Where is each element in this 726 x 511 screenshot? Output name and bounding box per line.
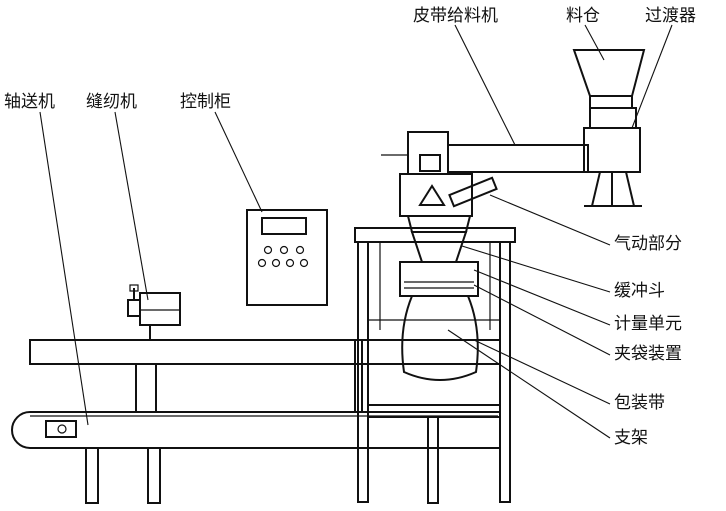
control-button-icon — [271, 258, 281, 268]
label-transition: 过渡器 — [645, 6, 696, 26]
feeder-head-box — [407, 131, 449, 175]
label-belt-feeder: 皮带给料机 — [413, 6, 498, 26]
belt-feeder-drawing — [381, 49, 646, 207]
hopper-collar — [589, 95, 633, 109]
control-button-icon — [285, 258, 295, 268]
leader-packing-belt — [473, 339, 611, 405]
conveyor-leg-mid — [147, 447, 161, 504]
label-packing-belt: 包装带 — [614, 393, 665, 413]
control-button-icon — [295, 245, 305, 255]
leader-control-cabinet — [214, 111, 263, 213]
leader-bag-clamp — [473, 284, 611, 356]
label-pneumatic: 气动部分 — [614, 234, 682, 254]
label-hopper: 料仓 — [566, 6, 600, 26]
buffer-hopper-top — [406, 215, 472, 233]
leader-belt-feeder — [454, 24, 516, 146]
feeder-motor-icon — [419, 154, 441, 172]
conveyor-post — [135, 363, 157, 413]
leader-lines — [39, 24, 673, 439]
sewing-machine-body — [139, 292, 181, 326]
transition-box — [583, 127, 641, 173]
sewing-machine-head — [127, 299, 141, 317]
label-sewing-machine: 缝纫机 — [86, 92, 137, 112]
leader-hopper — [584, 24, 605, 61]
conveyor-drawing — [11, 339, 501, 504]
sewing-machine-drawing — [127, 284, 181, 340]
hopper-leg — [625, 171, 635, 207]
control-cabinet-display — [261, 217, 307, 235]
pneumatic-triangle — [418, 184, 446, 206]
weighing-unit-box — [399, 261, 479, 297]
sewing-machine-cap — [129, 284, 139, 292]
frame-left-column — [357, 241, 369, 503]
hopper-leg — [591, 171, 601, 207]
control-cabinet-drawing — [246, 209, 328, 306]
leader-sewing-machine — [114, 111, 149, 301]
control-button-icon — [299, 258, 309, 268]
frame-mid-leg — [427, 416, 439, 504]
belt-feeder-body — [447, 144, 589, 173]
leader-buffer-hopper — [461, 245, 611, 293]
conveyor-motor-shaft-icon — [57, 424, 67, 434]
transition-ring — [589, 107, 637, 129]
label-bag-clamp: 夹袋装置 — [614, 344, 682, 364]
frame-top-beam — [354, 227, 516, 243]
leader-pneumatic — [489, 194, 611, 246]
leader-weighing-unit — [473, 269, 611, 326]
leader-support-frame — [447, 329, 611, 439]
conveyor-lower-belt — [11, 411, 501, 449]
label-weighing-unit: 计量单元 — [614, 314, 682, 334]
leader-transition — [631, 24, 673, 129]
label-conveyor: 轴送机 — [4, 92, 55, 112]
leader-conveyor — [39, 111, 89, 426]
hopper-body — [572, 49, 646, 97]
support-frame-drawing — [354, 227, 516, 504]
pneumatic-housing — [399, 173, 473, 217]
control-button-icon — [263, 245, 273, 255]
label-buffer-hopper: 缓冲斗 — [614, 281, 665, 301]
pneumatic-cylinder — [448, 176, 498, 208]
conveyor-leg-left — [85, 447, 99, 504]
control-button-icon — [279, 245, 289, 255]
control-button-icon — [257, 258, 267, 268]
buffer-hopper-cone — [410, 231, 468, 263]
label-control-cabinet: 控制柜 — [180, 92, 231, 112]
conveyor-upper-rail — [29, 339, 501, 365]
frame-right-column — [499, 241, 511, 503]
packing-bag — [401, 295, 479, 381]
label-support-frame: 支架 — [614, 428, 648, 448]
conveyor-motor-icon — [45, 420, 77, 438]
control-cabinet-body — [246, 209, 328, 306]
